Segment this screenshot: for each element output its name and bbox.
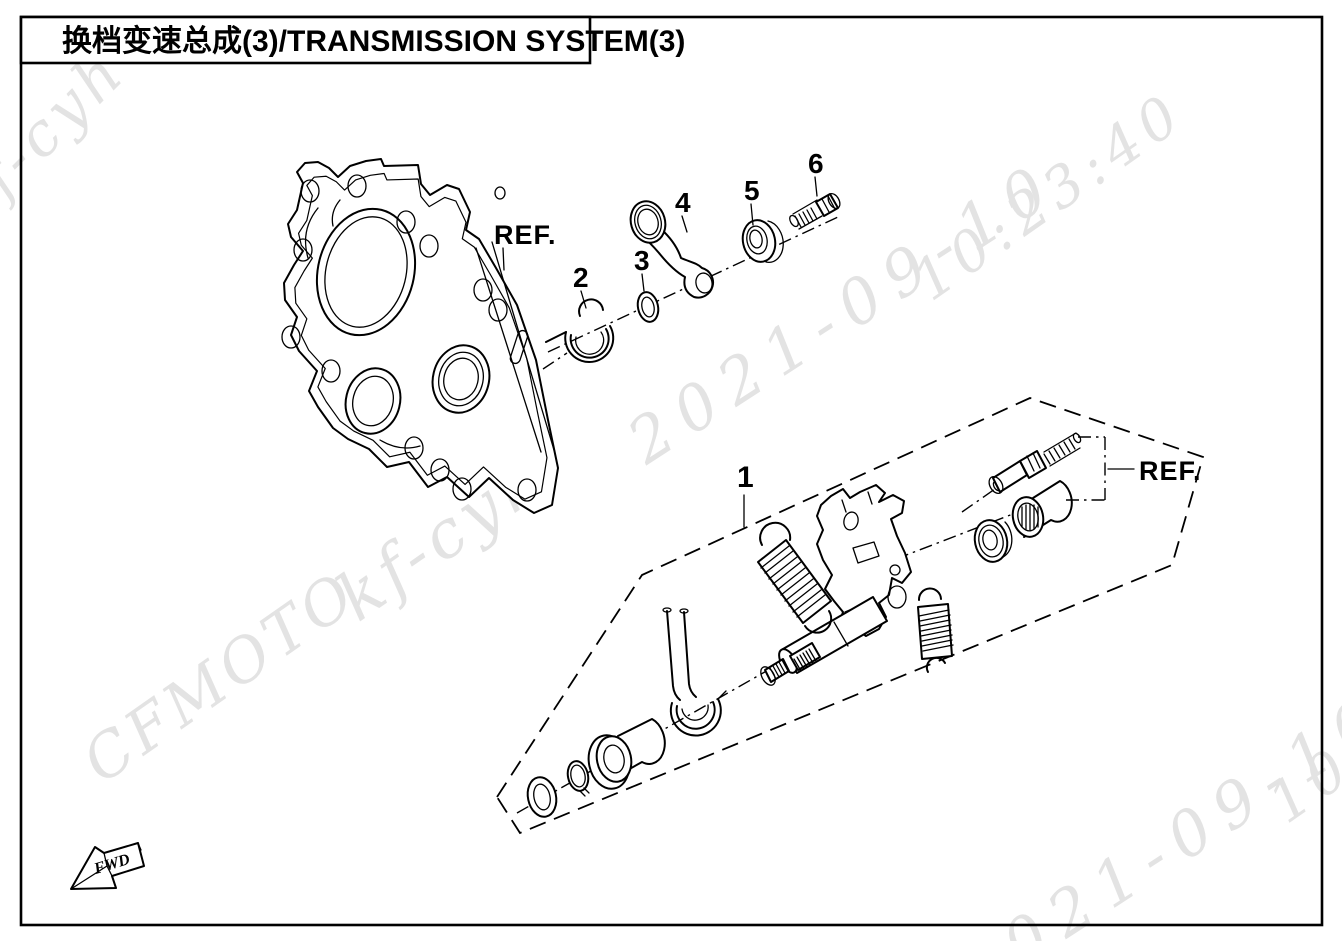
- callout-2: 2: [573, 262, 589, 293]
- fwd-arrow: FWD: [70, 842, 145, 890]
- parts-row: 2 3 4 5 6 REF.: [494, 148, 841, 370]
- part-2-torsion-spring: [545, 298, 615, 364]
- needle-bearing: [1011, 480, 1073, 538]
- part-4-shift-arm: [629, 200, 715, 299]
- torsion-spring-legs: [662, 607, 727, 737]
- watermarks: kf-cyh 10:23:40 2021-09-10 kf-cyh CFMOTO…: [0, 36, 1342, 941]
- flanged-bushing: [587, 718, 666, 790]
- snap-ring: [566, 760, 590, 797]
- callout-1: 1: [737, 461, 754, 494]
- callout-5: 5: [744, 175, 760, 206]
- flat-washer: [526, 776, 558, 818]
- crankcase-cover: [281, 158, 559, 514]
- title-block: 换档变速总成(3)/TRANSMISSION SYSTEM(3): [19, 15, 685, 65]
- ref-label-crankcase: REF.: [494, 220, 557, 250]
- ext-spring-right: [917, 587, 954, 673]
- bolt-holes: [281, 174, 537, 502]
- part-6-bolt: [789, 192, 841, 230]
- callout-6: 6: [808, 148, 824, 179]
- watermark-brand: CFMOTO: [70, 558, 370, 797]
- callout-3: 3: [634, 245, 650, 276]
- assembly-1: 1: [495, 397, 1205, 835]
- flanged-collar: [973, 519, 1013, 563]
- callout-4: 4: [675, 187, 691, 218]
- ext-spring-left: [757, 521, 833, 634]
- shift-shaft: [760, 596, 888, 686]
- page-title: 换档变速总成(3)/TRANSMISSION SYSTEM(3): [62, 24, 685, 58]
- page-border: [19, 15, 1324, 927]
- ref-label-assembly: REF.: [1139, 456, 1202, 486]
- ref-bracket-assembly: REF.: [1066, 436, 1202, 501]
- part-3-washer: [636, 291, 660, 323]
- stud-bolt: [988, 432, 1082, 495]
- assembly-1-outline: [495, 397, 1205, 835]
- part-5-dished-washer: [741, 219, 784, 263]
